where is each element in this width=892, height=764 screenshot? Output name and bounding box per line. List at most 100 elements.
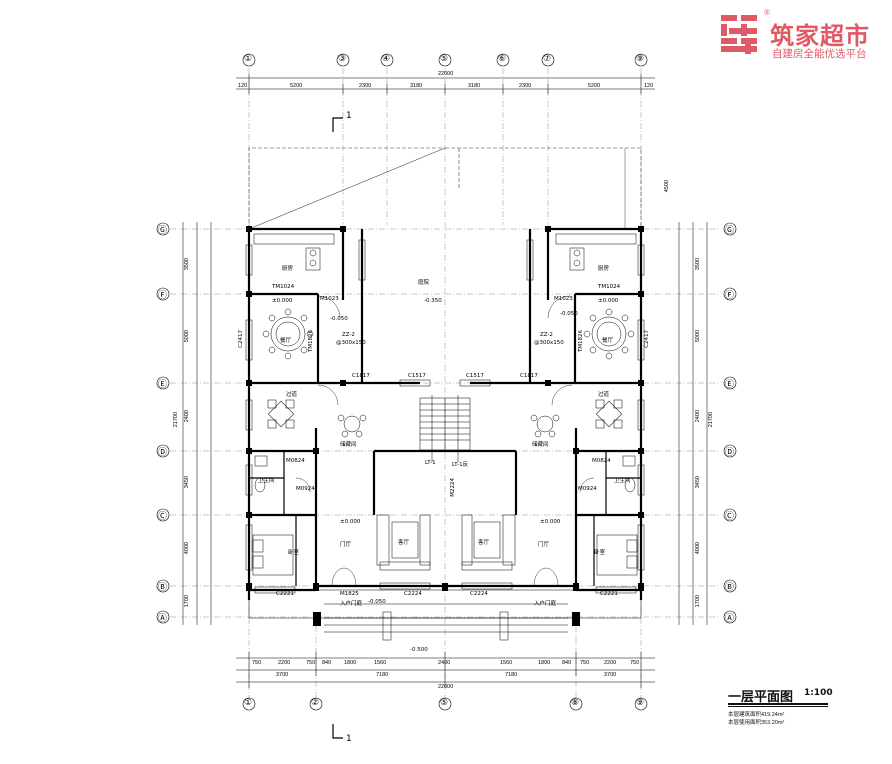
dim-bot-b-2: 7180 (376, 672, 389, 678)
opening-c1817-l: C1817 (352, 373, 370, 379)
bed-right (596, 534, 638, 576)
axis-label-top-1: ① (244, 54, 253, 64)
room-dining-right: 餐厅 (602, 338, 614, 344)
bath-fixtures (254, 455, 636, 493)
columns (246, 226, 644, 626)
room-bedroom-right: 卧室 (594, 550, 606, 556)
axis-label-right-a: Ⓐ (725, 614, 735, 624)
room-dining-left: 餐厅 (280, 338, 292, 344)
column-zz-size-left: @300x150 (336, 340, 366, 346)
axis-label-bottom-2: ② (311, 698, 320, 708)
column-zz-right: ZZ-2 (540, 332, 553, 338)
doors (295, 295, 595, 587)
section-mark-top: 1 (346, 111, 352, 121)
section-marks (332, 117, 343, 739)
opening-c2224-r: C2224 (470, 591, 488, 597)
dim-top-1: 5200 (290, 83, 303, 89)
axis-label-right-d: Ⓓ (725, 448, 735, 458)
brand-name: 筑家超市 (770, 22, 870, 50)
axis-label-top-6: ⑥ (498, 54, 507, 64)
axis-label-left-f: Ⓕ (158, 291, 168, 301)
level-yard: -0.350 (424, 298, 442, 304)
opening-c2221-l: C2221 (276, 591, 294, 597)
dim-bot-b-1: 3700 (276, 672, 289, 678)
dim-bot-a-3: 750 (306, 660, 316, 666)
room-lobby-left: 门厅 (340, 542, 352, 548)
axis-label-top-7: ⑦ (543, 54, 552, 64)
level-kitchen-right: -0.050 (560, 311, 578, 317)
registered-mark: ® (764, 8, 770, 17)
axis-label-bottom-8: ⑧ (571, 698, 580, 708)
dim-top-4: 3180 (468, 83, 481, 89)
bottom-dimension (236, 652, 655, 688)
dim-bot-a-11: 750 (580, 660, 590, 666)
axis-label-right-f: Ⓕ (725, 291, 735, 301)
room-lobby-right: 门厅 (538, 542, 550, 548)
axis-label-top-5: ⑤ (440, 54, 449, 64)
room-storage-left: 储藏间 (340, 442, 357, 448)
side-dimensions (182, 222, 708, 625)
axis-label-bottom-9: ⑨ (636, 698, 645, 708)
dim-bot-a-8: 1560 (500, 660, 513, 666)
brand-watermark: ® 筑家超市 自建房全能优选平台 (718, 8, 888, 62)
brand-slogan: 自建房全能优选平台 (772, 48, 867, 60)
opening-tm1024-r: TM1024 (598, 284, 621, 290)
room-stair-left: LT-1 (425, 460, 436, 466)
opening-c1517-b: C1517 (466, 373, 484, 379)
opening-m0924-l: M0924 (296, 486, 315, 492)
opening-m1023-r: M1023 (554, 296, 573, 302)
room-yard: 庭院 (418, 280, 430, 286)
room-hall-right: 过道 (598, 392, 610, 398)
room-stair-right: LT-1反 (452, 462, 469, 468)
opening-c2417-l: C2417 (238, 330, 244, 348)
axis-label-top-3: ③ (338, 54, 347, 64)
axis-label-left-e: Ⓔ (158, 380, 168, 390)
room-kitchen-right: 厨房 (598, 266, 610, 272)
room-bedroom-left: 卧室 (288, 550, 300, 556)
tea-table-left (267, 399, 367, 438)
tea-table-right (530, 399, 623, 438)
opening-m1825-l: M1825 (340, 591, 359, 597)
opening-c2224-l: C2224 (404, 591, 422, 597)
level-ground-right: ±0.000 (598, 298, 619, 304)
room-entry-right: 入户门庭 (534, 601, 557, 607)
kitchen-fixtures (253, 233, 637, 271)
level-ground-living-l: ±0.000 (340, 519, 361, 525)
room-kitchen-left: 厨房 (282, 266, 294, 272)
axis-label-right-b: Ⓑ (725, 583, 735, 593)
dim-bot-a-6: 1560 (374, 660, 387, 666)
dim-bot-a-2: 2200 (278, 660, 291, 666)
opening-c2221-r: C2221 (600, 591, 618, 597)
level-ground-left: ±0.000 (272, 298, 293, 304)
opening-c2417-r: C2417 (644, 330, 650, 348)
axis-label-left-a: Ⓐ (158, 614, 168, 624)
opening-tm1826-r: TM1826 (578, 330, 584, 353)
drawing-title-block: 一层平面图 1:100 本层建筑面积419.24m² 本层使用面积353.20m… (728, 686, 878, 736)
opening-m0824-r: M0824 (592, 458, 611, 464)
title-underline-thick (728, 703, 828, 705)
dim-bot-b-4: 3700 (604, 672, 617, 678)
staircase (419, 395, 471, 462)
drawing-title: 一层平面图 (728, 690, 794, 705)
section-mark-bottom: 1 (346, 734, 352, 744)
dining-table-right (583, 308, 635, 360)
dim-bot-a-13: 750 (630, 660, 640, 666)
level-ground-living-r: ±0.000 (540, 519, 561, 525)
opening-tm1024-l: TM1024 (272, 284, 295, 290)
dim-top-5: 2300 (519, 83, 532, 89)
dim-bot-a-4: 840 (322, 660, 332, 666)
sofa-right (461, 514, 516, 571)
partition-walls (249, 451, 641, 586)
dim-top-total: 22000 (438, 71, 454, 77)
opening-c1517-a: C1517 (408, 373, 426, 379)
brand-logo-icon (721, 15, 757, 54)
room-living-right: 客厅 (478, 540, 490, 546)
courtyard-outline (248, 147, 642, 230)
opening-m1023-l: M1023 (320, 296, 339, 302)
dim-bot-a-12: 2200 (604, 660, 617, 666)
dim-top-3: 3180 (410, 83, 423, 89)
bed-left (252, 534, 294, 576)
area-note-building: 本层建筑面积419.24m² (728, 712, 785, 718)
